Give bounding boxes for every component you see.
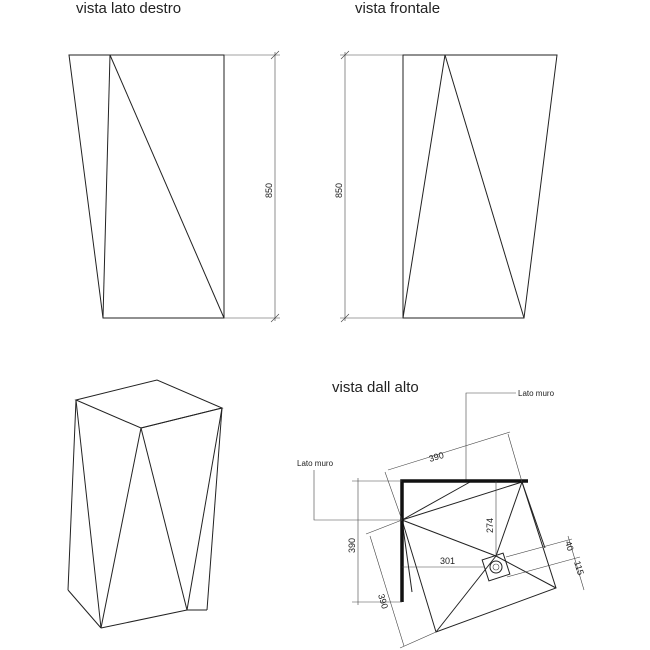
drain-square bbox=[481, 552, 511, 582]
front-dim-tick-top bbox=[340, 50, 350, 60]
iso-crease-4 bbox=[140, 407, 223, 429]
front-height-dim: 850 bbox=[334, 183, 344, 198]
dim-diag-left-ext-2 bbox=[399, 631, 437, 649]
dim-drain-offset-line bbox=[506, 556, 581, 578]
dim-drain-size-ext bbox=[567, 535, 585, 591]
iso-bottom-right bbox=[100, 609, 188, 629]
iso-crease-2 bbox=[100, 427, 142, 629]
iso-crease-5 bbox=[186, 407, 223, 611]
dim-top-edge-ext-1 bbox=[384, 471, 403, 521]
top-view-title: vista dall alto bbox=[332, 379, 419, 396]
iso-bottom-left bbox=[67, 589, 102, 629]
front-view: vista frontale 850 bbox=[334, 0, 558, 323]
right-side-crease-vertical bbox=[102, 54, 111, 319]
basin-crease-6 bbox=[521, 481, 546, 549]
dim-diag-left-ext-1 bbox=[365, 519, 403, 535]
front-outline bbox=[402, 54, 558, 319]
wall-label-left: Lato muro bbox=[297, 459, 334, 468]
front-view-title: vista frontale bbox=[355, 0, 440, 17]
iso-crease-1 bbox=[75, 399, 102, 629]
front-crease-diagonal bbox=[402, 54, 446, 319]
dim-drain-size-line bbox=[505, 538, 573, 558]
right-side-dim-tick-top bbox=[270, 50, 280, 60]
right-side-crease-diagonal bbox=[109, 54, 225, 319]
wall-leader-left bbox=[313, 470, 402, 521]
wall-label-top: Lato muro bbox=[518, 389, 555, 398]
drain-circle bbox=[489, 560, 503, 574]
dim-top-edge: 390 bbox=[428, 450, 445, 464]
dim-drain-x: 301 bbox=[440, 556, 455, 566]
drain-inner bbox=[492, 563, 500, 571]
right-side-view-title: vista lato destro bbox=[76, 0, 181, 17]
dim-drain-offset: 115 bbox=[572, 560, 586, 577]
right-side-dim-tick-bottom bbox=[270, 313, 280, 323]
basin-crease-4 bbox=[435, 555, 497, 633]
dim-diag-left-line bbox=[369, 535, 405, 647]
front-dim-tick-bottom bbox=[340, 313, 350, 323]
basin-crease-2 bbox=[495, 481, 523, 557]
dim-top-edge-ext-2 bbox=[507, 433, 523, 483]
top-view: vista dall alto Lato muro Lato muro 390 … bbox=[297, 379, 586, 649]
iso-top-rim bbox=[74, 379, 224, 429]
front-crease-vertical bbox=[444, 54, 525, 319]
dim-drain-size: 40 bbox=[563, 540, 575, 553]
iso-edge-left bbox=[67, 399, 77, 591]
right-side-view: vista lato destro 850 bbox=[68, 0, 280, 323]
right-side-height-dim: 850 bbox=[264, 183, 274, 198]
dim-drain-y: 274 bbox=[485, 518, 495, 533]
basin-crease-5 bbox=[401, 481, 471, 521]
isometric-view bbox=[67, 379, 224, 629]
iso-crease-3 bbox=[140, 427, 188, 611]
right-side-outline bbox=[68, 54, 225, 319]
dim-diag-left: 390 bbox=[376, 593, 390, 610]
iso-edge-right bbox=[206, 407, 223, 611]
basin-outline bbox=[401, 481, 557, 633]
basin-crease-1 bbox=[401, 519, 497, 557]
dim-top-edge-line bbox=[387, 431, 511, 471]
dim-left-height: 390 bbox=[347, 538, 357, 553]
wall-leader-top bbox=[465, 392, 516, 482]
